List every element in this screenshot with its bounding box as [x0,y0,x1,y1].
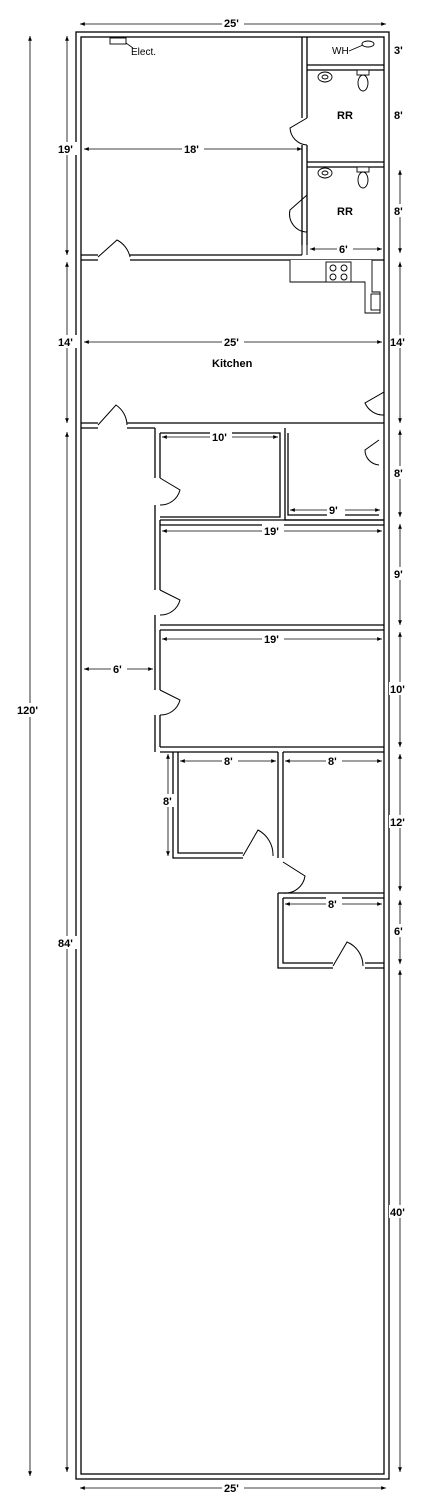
dim-kitchen-depth-right: 14' [390,337,405,349]
water-heater-icon [361,40,375,48]
dim-room-c-depth: 9' [394,569,403,581]
elect-leader [125,42,134,49]
dim-room-e-width: 8' [224,756,233,768]
elect-label: Elect. [131,47,156,58]
rr1-label: RR [337,110,353,122]
kitchen-counter [289,260,381,314]
dim-total-length: 120' [17,705,38,717]
dim-kitchen-width: 25' [224,337,239,349]
dim-room-g-width: 8' [328,899,337,911]
toilet-tank-2 [356,166,370,173]
kitchen-sink-icon [370,293,381,311]
dim-room-b-width: 9' [329,505,338,517]
dim-top-width: 25' [224,18,239,30]
dim-room-e-depth: 8' [163,796,172,808]
burner-2 [340,264,348,272]
dim-room-d-depth: 10' [390,684,405,696]
dim-kitchen-depth-left: 14' [58,337,73,349]
rr2-label: RR [337,206,353,218]
toilet-icon-2 [357,171,369,189]
dim-office-width: 18' [184,144,199,156]
kitchen-label: Kitchen [212,358,253,370]
dim-room-f-width: 8' [328,756,337,768]
front-section [81,37,384,261]
dim-rr2-depth: 8' [394,206,403,218]
dim-room-a-width: 10' [212,432,227,444]
dim-front-section: 19' [58,144,73,156]
dim-room-f-depth: 12' [390,817,405,829]
toilet-icon [357,74,369,92]
wh-label: WH [332,46,349,57]
wh-leader [348,44,364,52]
dim-rr-width: 6' [339,244,348,256]
dim-bottom-width: 25' [224,1483,239,1495]
electrical-panel-icon [109,37,127,45]
sink-basin-2 [321,170,329,176]
dimension-labels: 25' 25' 120' 19' 14' 84' 18' 8' 8' 6' 25… [16,16,412,1495]
burner-3 [329,273,337,281]
kitchen-walls [81,391,385,429]
office-rooms [154,428,384,969]
dim-room-ab-depth: 8' [394,468,403,480]
outer-wall [75,31,390,1480]
dim-wh-depth: 3' [394,45,403,57]
dim-room-g-depth: 6' [394,926,403,938]
dim-rr1-depth: 8' [394,110,403,122]
burner-1 [329,264,337,272]
dim-room-d-width: 19' [264,634,279,646]
dim-warehouse-depth: 40' [390,1207,405,1219]
stove-icon [325,261,352,283]
dim-room-c-width: 19' [264,526,279,538]
dim-hall-width: 6' [113,664,122,676]
sink-basin [321,74,329,80]
inner-wall [80,36,385,1475]
burner-4 [340,273,348,281]
dim-rear-section: 84' [58,938,73,950]
toilet-tank [356,69,370,76]
